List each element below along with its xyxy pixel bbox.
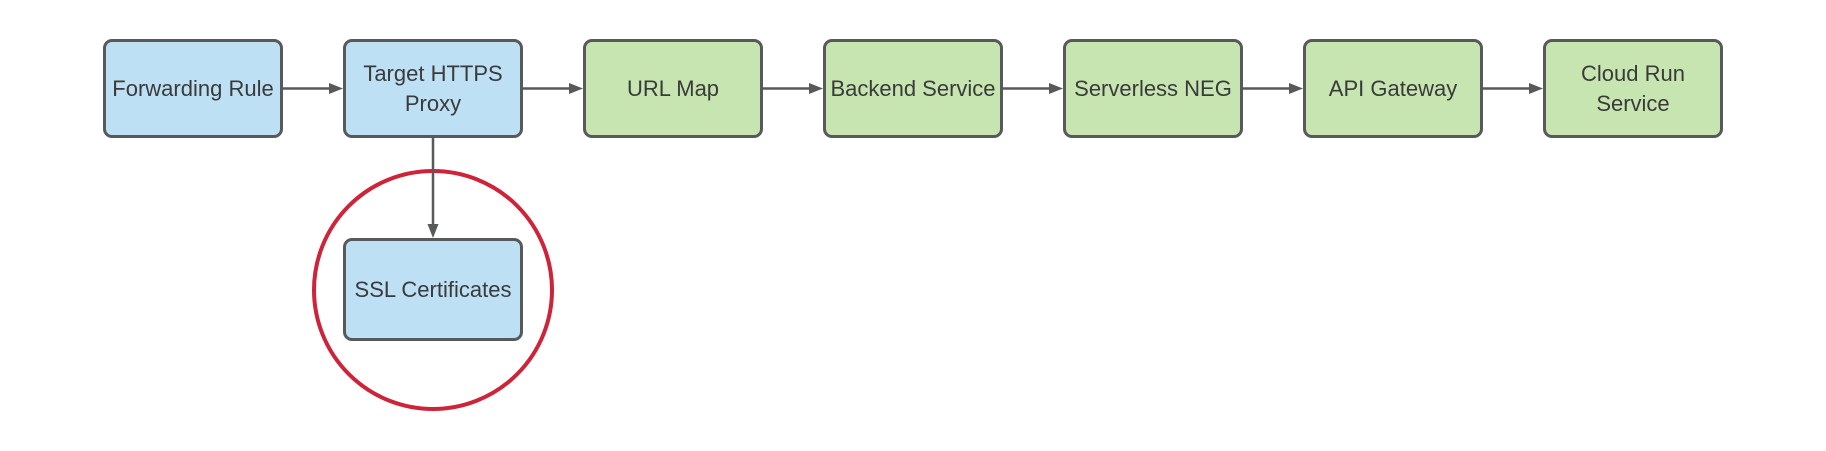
node-serverless-neg: Serverless NEG bbox=[1063, 39, 1243, 138]
arrowhead-icon bbox=[1049, 83, 1063, 94]
arrow-target-https-proxy-to-ssl-certificates bbox=[427, 137, 439, 238]
arrowhead-icon bbox=[809, 83, 823, 94]
node-target-https-proxy: Target HTTPS Proxy bbox=[343, 39, 523, 138]
node-backend-service: Backend Service bbox=[823, 39, 1003, 138]
arrowhead-icon bbox=[569, 83, 583, 94]
arrowhead-icon bbox=[1529, 83, 1543, 94]
arrowhead-icon bbox=[1289, 83, 1303, 94]
node-forwarding-rule: Forwarding Rule bbox=[103, 39, 283, 138]
arrow-backend-service-to-serverless-neg bbox=[1003, 83, 1063, 94]
arrow-forwarding-rule-to-target-https-proxy bbox=[283, 83, 343, 94]
arrow-api-gateway-to-cloud-run-service bbox=[1483, 83, 1543, 94]
node-label: Target HTTPS Proxy bbox=[363, 60, 503, 116]
arrow-serverless-neg-to-api-gateway bbox=[1243, 83, 1303, 94]
node-label: Forwarding Rule bbox=[112, 75, 274, 101]
node-label: Cloud Run Service bbox=[1581, 60, 1685, 116]
arrowhead-icon bbox=[427, 224, 439, 238]
node-cloud-run-service: Cloud Run Service bbox=[1543, 39, 1723, 138]
arrow-url-map-to-backend-service bbox=[763, 83, 823, 94]
node-api-gateway: API Gateway bbox=[1303, 39, 1483, 138]
arrow-target-https-proxy-to-url-map bbox=[523, 83, 583, 94]
node-label: SSL Certificates bbox=[354, 276, 512, 302]
node-label: Serverless NEG bbox=[1074, 75, 1232, 101]
node-ssl-certificates: SSL Certificates bbox=[343, 238, 523, 341]
node-url-map: URL Map bbox=[583, 39, 763, 138]
node-label: API Gateway bbox=[1328, 75, 1458, 101]
arrowhead-icon bbox=[329, 83, 343, 94]
node-label: URL Map bbox=[626, 75, 720, 101]
node-label: Backend Service bbox=[830, 75, 996, 101]
